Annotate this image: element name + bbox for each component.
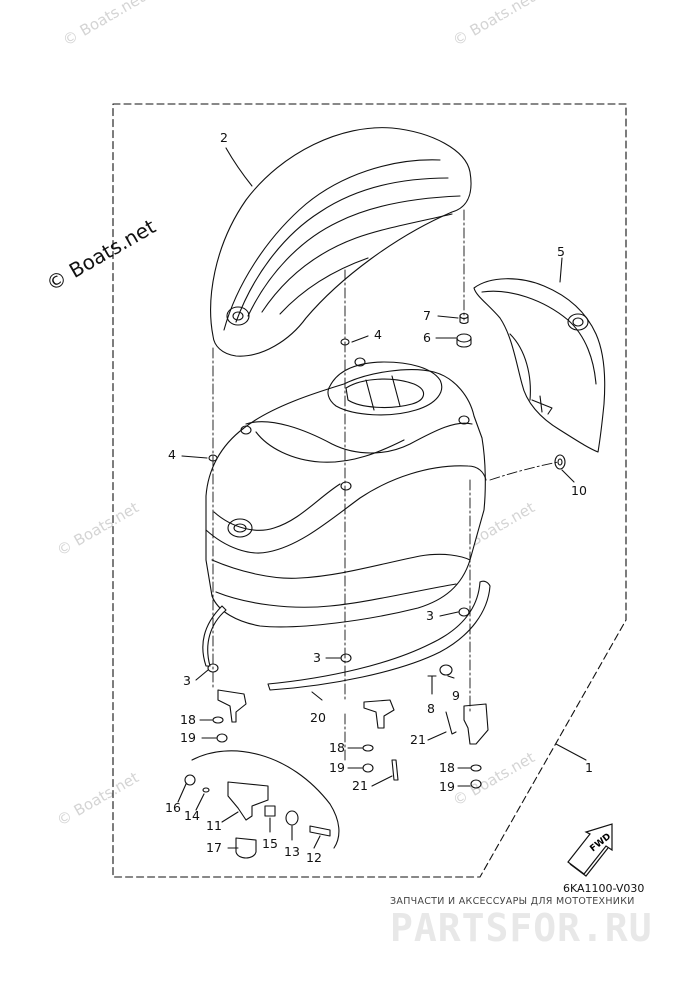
callout-2: 2 [220,130,228,145]
leader-line [447,675,455,679]
latch-assembly-right [427,664,489,789]
top-cowling [210,127,472,357]
callout-13: 13 [284,844,300,859]
callout-18: 18 [180,712,196,727]
leader-line [181,455,208,459]
callout-18: 18 [439,760,455,775]
callout-4: 4 [374,327,382,342]
callout-3: 3 [183,673,191,688]
side-panel [473,278,606,453]
grommet-3 [458,607,470,617]
leader-line [221,811,239,823]
assembly-frame [112,103,627,878]
callout-16: 16 [165,800,181,815]
callout-6: 6 [423,330,431,345]
callout-19: 19 [439,779,455,794]
grommet-6 [456,333,472,348]
callout-21: 21 [410,732,426,747]
leader-line [311,691,323,701]
callout-15: 15 [262,836,278,851]
callout-17: 17 [206,840,222,855]
callout-7: 7 [423,308,431,323]
leader-line [225,147,253,187]
leader-line [351,335,369,343]
grommet-3 [340,653,352,663]
leader-line [195,669,209,681]
callout-18: 18 [329,740,345,755]
latch-detail [184,750,340,859]
rubber-seal [267,580,491,691]
leader-line [195,793,205,811]
leader-line [555,743,587,761]
callout-5: 5 [557,244,565,259]
bottom-cowling [205,357,487,628]
leader-line [313,835,321,849]
callout-3: 3 [313,650,321,665]
callout-1: 1 [585,760,593,775]
callout-10: 10 [571,483,587,498]
leader-line [439,611,459,617]
callout-19: 19 [329,760,345,775]
drawing-code: 6KA1100-V030 [563,882,645,895]
callout-9: 9 [452,688,460,703]
callout-12: 12 [306,850,322,865]
latch-assembly-left [212,689,247,743]
callout-14: 14 [184,808,200,823]
callout-11: 11 [206,818,222,833]
callout-4: 4 [168,447,176,462]
callout-20: 20 [310,710,326,725]
leader-line [371,775,393,787]
leader-line [427,731,447,741]
grommet-10 [554,454,566,470]
latch-assembly-center [362,699,399,781]
fwd-arrow-icon [567,823,613,877]
callout-3: 3 [426,608,434,623]
footer-caption: ЗАПЧАСТИ И АКСЕССУАРЫ ДЛЯ МОТОТЕХНИКИ [390,896,635,907]
callout-21: 21 [352,778,368,793]
leader-line [561,469,575,483]
leader-line [437,315,459,319]
footer-logo: PARTSFOR.RU [390,906,653,950]
callout-19: 19 [180,730,196,745]
leader-line [177,783,187,803]
callout-8: 8 [427,701,435,716]
leader-line [559,257,563,283]
